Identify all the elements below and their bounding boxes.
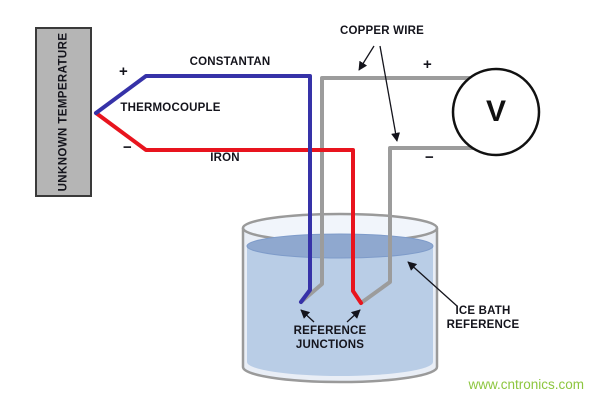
- copper-wire-arrow-right: [379, 45, 401, 142]
- reference-junction-arrow-left: [300, 309, 315, 323]
- ice-bath-water: [247, 246, 433, 376]
- voltmeter-minus-sign: −: [425, 149, 434, 166]
- reference-junction-arrow-right: [346, 309, 361, 323]
- constantan-wire: [94, 74, 312, 304]
- copper-wire-arrow-left: [358, 45, 375, 71]
- copper-wire-label: COPPER WIRE: [340, 25, 424, 37]
- voltmeter-plus-sign: +: [423, 56, 432, 73]
- iron-wire: [94, 111, 363, 305]
- ice-bath-arrow: [407, 261, 458, 307]
- constantan-label: CONSTANTAN: [189, 56, 271, 68]
- voltmeter-label: V: [485, 95, 506, 128]
- ice-bath-reference-label: ICE BATH REFERENCE: [446, 305, 520, 332]
- iron-label: IRON: [210, 152, 240, 164]
- voltmeter-circle: [451, 67, 541, 157]
- copper-wire-negative: [359, 146, 475, 305]
- copper-wire-positive: [299, 76, 473, 304]
- unknown-temperature-label: UNKNOWN TEMPERATURE: [57, 32, 70, 192]
- thermocouple-plus-sign: +: [119, 63, 128, 80]
- reference-junctions-label: REFERENCE JUNCTIONS: [293, 325, 367, 352]
- unknown-temperature-box: UNKNOWN TEMPERATURE: [35, 27, 92, 197]
- thermocouple-label: THERMOCOUPLE: [120, 102, 221, 114]
- thermocouple-minus-sign: −: [123, 139, 132, 156]
- water-surface: [246, 233, 434, 259]
- watermark-url: www.cntronics.com: [468, 377, 584, 392]
